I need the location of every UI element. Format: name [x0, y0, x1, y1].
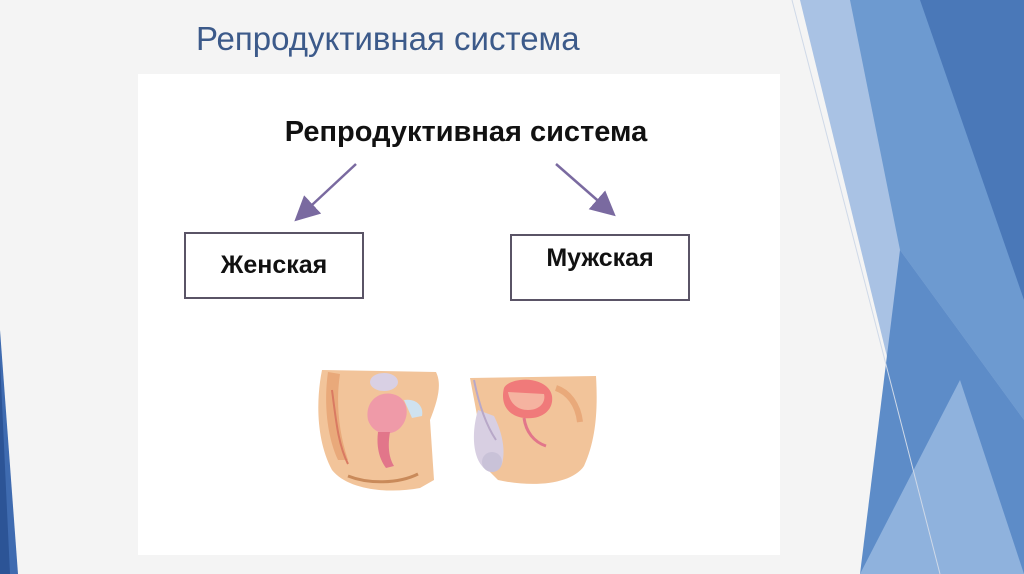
male-pelvis-anatomy-illustration — [470, 376, 597, 484]
diagram-heading: Репродуктивная система — [284, 116, 648, 148]
arrow-to-female — [294, 163, 357, 222]
male-branch-box: Мужская — [510, 234, 690, 301]
slide-title: Репродуктивная система — [196, 20, 580, 57]
content-panel: Репродуктивная система Женская Мужская — [138, 74, 780, 555]
diagram-arrows — [294, 163, 616, 222]
arrow-to-male — [555, 163, 616, 217]
female-pelvis-anatomy-illustration — [318, 370, 439, 491]
male-branch-label: Мужская — [546, 244, 654, 272]
female-branch-box: Женская — [184, 232, 364, 299]
female-branch-label: Женская — [220, 251, 328, 279]
